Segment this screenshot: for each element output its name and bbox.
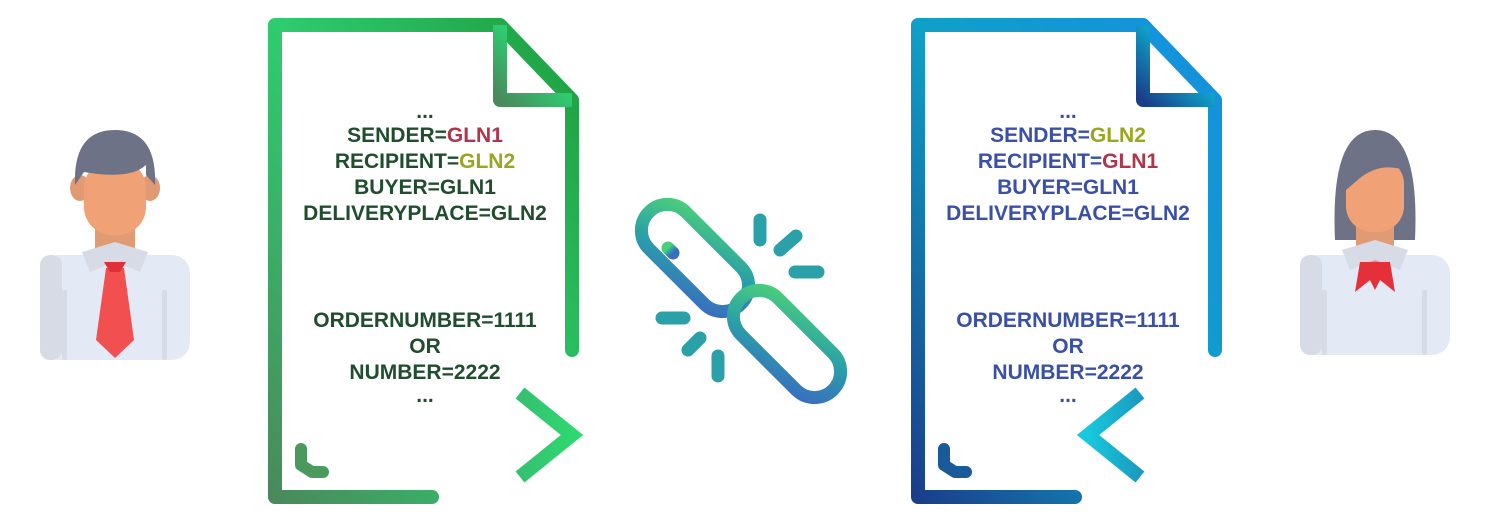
right-ellipsis-bottom: ... xyxy=(1059,384,1077,407)
right-deliveryplace-line: DELIVERYPLACE=GLN2 xyxy=(946,202,1190,225)
arrow-right-icon xyxy=(436,387,584,483)
right-ordernumber-line: ORDERNUMBER=1111 xyxy=(956,309,1180,332)
right-document: ... SENDER=GLN2 RECIPIENT=GLN1 BUYER=GLN… xyxy=(911,18,1224,504)
right-ellipsis-top: ... xyxy=(1059,100,1077,123)
left-sender-line: SENDER=GLN1 xyxy=(347,124,503,147)
left-ellipsis-top: ... xyxy=(416,100,434,123)
businessman-icon xyxy=(40,130,190,360)
right-number-line: NUMBER=2222 xyxy=(992,361,1143,384)
left-document: ... SENDER=GLN1 RECIPIENT=GLN2 BUYER=GLN… xyxy=(268,18,584,504)
arrow-left-icon xyxy=(1076,387,1224,483)
left-or-line: OR xyxy=(409,335,441,358)
broken-chain-link-icon xyxy=(634,197,848,405)
left-deliveryplace-line: DELIVERYPLACE=GLN2 xyxy=(303,202,547,225)
right-recipient-line: RECIPIENT=GLN1 xyxy=(978,150,1159,173)
left-ellipsis-bottom: ... xyxy=(416,384,434,407)
left-recipient-line: RECIPIENT=GLN2 xyxy=(335,150,515,173)
businesswoman-icon xyxy=(1300,130,1450,355)
right-sender-line: SENDER=GLN2 xyxy=(990,124,1146,147)
left-number-line: NUMBER=2222 xyxy=(349,361,500,384)
left-ordernumber-line: ORDERNUMBER=1111 xyxy=(313,309,537,332)
left-buyer-line: BUYER=GLN1 xyxy=(354,176,496,199)
right-or-line: OR xyxy=(1052,335,1084,358)
right-buyer-line: BUYER=GLN1 xyxy=(997,176,1139,199)
